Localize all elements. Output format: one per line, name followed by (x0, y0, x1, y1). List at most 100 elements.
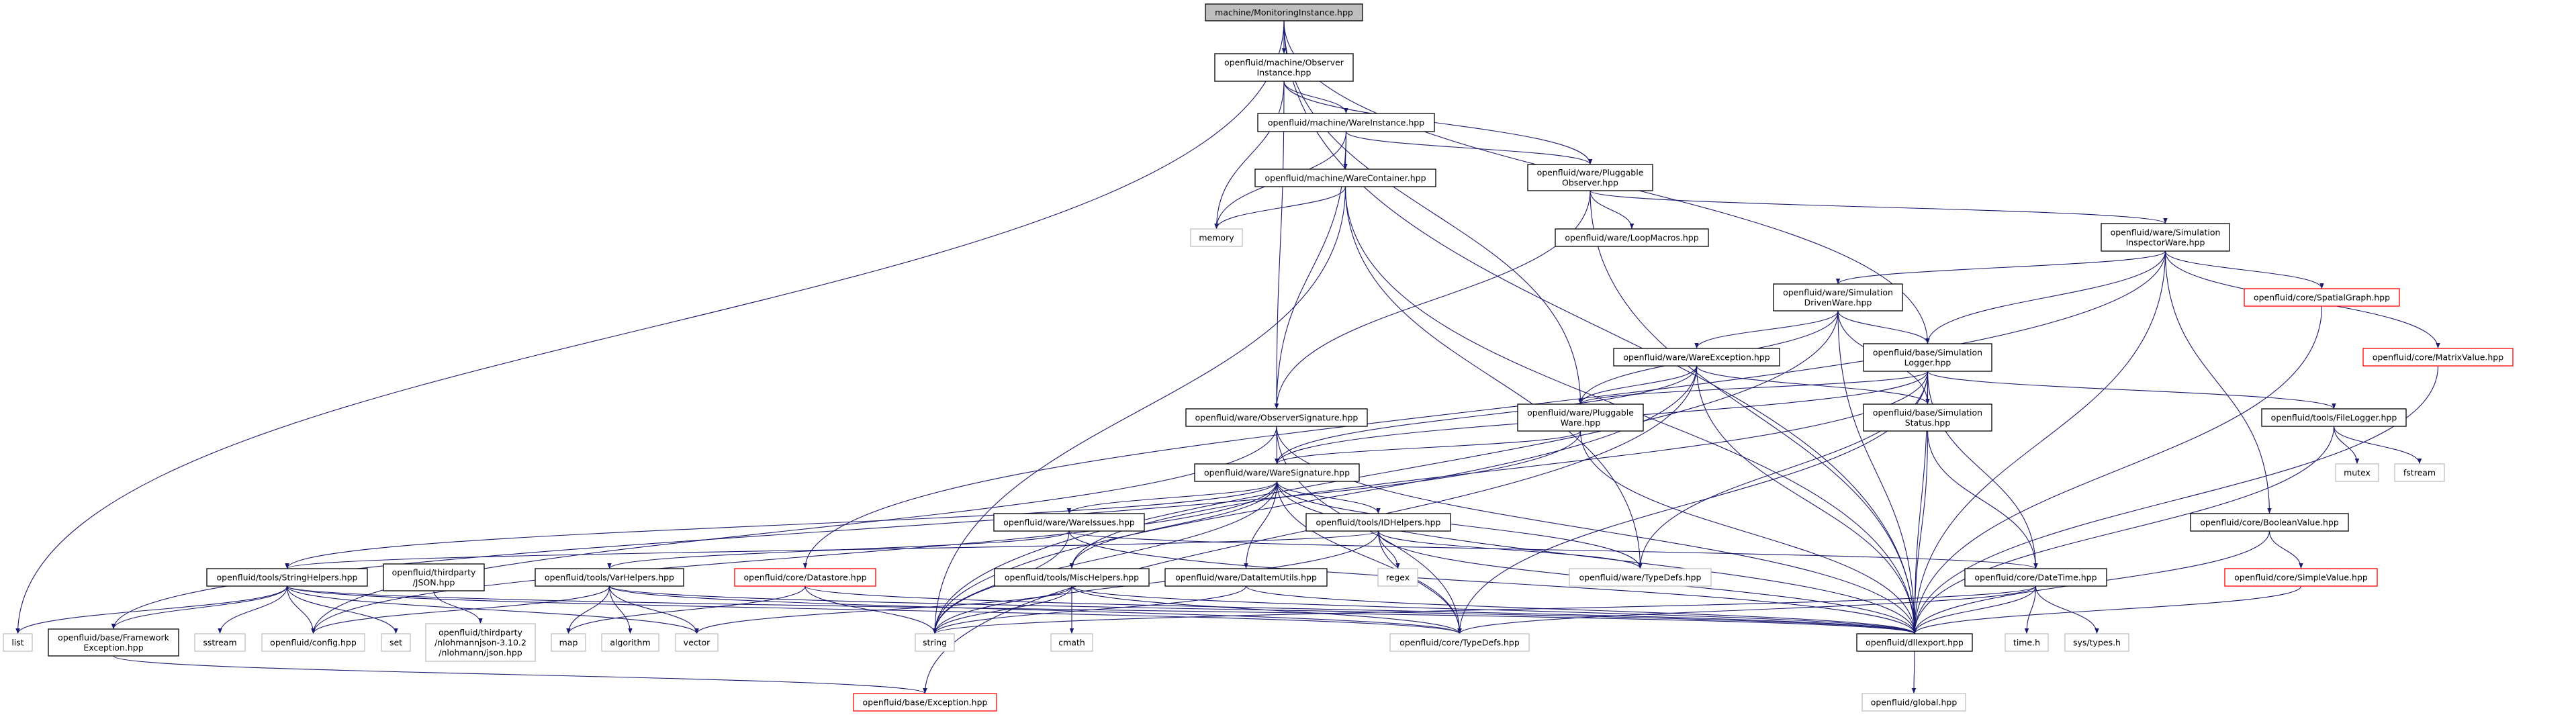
node-label: openfluid/machine/Observer (1224, 58, 1344, 68)
node-box (1856, 633, 1973, 652)
node-idhelpers[interactable]: openfluid/tools/IDHelpers.hpp (1305, 513, 1451, 532)
edge-plugobs-to-loopmacros (1590, 190, 1635, 230)
edge-idhelpers-to-coretypedefs (1377, 530, 1462, 634)
node-map: map (551, 633, 586, 652)
node-label: time.h (2013, 638, 2040, 648)
node-wareexc[interactable]: openfluid/ware/WareException.hpp (1613, 348, 1780, 367)
node-list: list (3, 633, 33, 652)
node-wareinst[interactable]: openfluid/machine/WareInstance.hpp (1257, 113, 1435, 132)
node-label: openfluid/core/SimpleValue.hpp (2234, 573, 2368, 583)
node-wareissues[interactable]: openfluid/ware/WareIssues.hpp (993, 513, 1145, 532)
edge-plugware-to-waresig (1275, 430, 1581, 465)
node-fstream: fstream (2394, 463, 2445, 482)
node-box (734, 568, 876, 587)
node-box (853, 693, 997, 712)
node-string: string (915, 633, 955, 652)
edge-spatialgraph-to-dllexport (1912, 305, 2323, 634)
edge-waresig-to-strhelpers (285, 481, 1278, 569)
edge-drivenware-to-string (932, 310, 1839, 634)
node-label: openfluid/ware/TypeDefs.hpp (1579, 573, 1702, 583)
edge-varhelpers-to-coretypedefs (608, 585, 1462, 634)
node-label: InspectorWare.hpp (2126, 238, 2205, 248)
node-box (206, 568, 368, 587)
edge-datetime-to-coretypedefs (1457, 585, 2037, 634)
edge-strhelpers-to-list (15, 585, 288, 634)
node-matrixvalue[interactable]: openfluid/core/MatrixValue.hpp (2362, 348, 2514, 367)
node-label: openfluid/ware/WareSignature.hpp (1204, 468, 1350, 478)
node-label: list (11, 638, 24, 648)
edge-varhelpers-to-map (566, 585, 610, 634)
edge-matrixvalue-to-dllexport (1912, 365, 2439, 634)
node-inspware[interactable]: openfluid/ware/SimulationInspectorWare.h… (2101, 223, 2230, 252)
edge-waresig-to-mischelpers (1069, 481, 1278, 569)
node-box (1389, 633, 1530, 652)
node-varhelpers[interactable]: openfluid/tools/VarHelpers.hpp (535, 568, 684, 587)
node-box (1214, 53, 1354, 82)
edge-wareinst-to-plugobs (1345, 131, 1593, 165)
node-box (993, 513, 1145, 532)
node-strhelpers[interactable]: openfluid/tools/StringHelpers.hpp (206, 568, 368, 587)
edge-wareexc-to-string (932, 365, 1698, 634)
node-box (1164, 568, 1328, 587)
node-spatialgraph[interactable]: openfluid/core/SpatialGraph.hpp (2244, 288, 2400, 307)
node-box (2394, 463, 2445, 482)
edge-varhelpers-to-config (311, 585, 610, 634)
node-vector: vector (675, 633, 719, 652)
edge-strhelpers-to-dllexport (286, 585, 1917, 634)
node-dataitem[interactable]: openfluid/ware/DataItemUtils.hpp (1164, 568, 1328, 587)
node-datastore[interactable]: openfluid/core/Datastore.hpp (734, 568, 876, 587)
node-exception[interactable]: openfluid/base/Exception.hpp (853, 693, 997, 712)
node-json[interactable]: openfluid/thirdparty/JSON.hpp (383, 563, 485, 591)
edge-boolvalue-to-simplevalue (2268, 530, 2303, 569)
edge-plugware-to-dllexport (1579, 430, 1917, 634)
node-box (48, 628, 179, 657)
node-boolvalue[interactable]: openfluid/core/BooleanValue.hpp (2190, 513, 2349, 532)
node-box (1555, 228, 1709, 247)
node-root[interactable]: machine/MonitoringInstance.hpp (1205, 3, 1363, 21)
node-obssig[interactable]: openfluid/ware/ObserverSignature.hpp (1185, 408, 1368, 427)
node-label: openfluid/tools/FileLogger.hpp (2271, 413, 2397, 423)
node-box (601, 633, 659, 652)
edge-wareissues-to-datetime (1068, 530, 2038, 569)
node-filelogger[interactable]: openfluid/tools/FileLogger.hpp (2261, 408, 2407, 427)
edge-filelogger-to-mutex (2333, 426, 2360, 465)
node-label: openfluid/ware/Simulation (2111, 228, 2221, 238)
node-waresig[interactable]: openfluid/ware/WareSignature.hpp (1194, 463, 1360, 482)
edge-inspware-to-drivenware (1835, 250, 2166, 285)
node-box (1185, 408, 1368, 427)
node-label: sstream (203, 638, 236, 648)
node-box (675, 633, 719, 652)
edge-waresig-to-coretypedefs (1276, 481, 1462, 634)
node-box (1863, 343, 1992, 372)
node-regex: regex (1377, 568, 1418, 587)
node-label: openfluid/core/MatrixValue.hpp (2373, 352, 2503, 363)
node-label: mutex (2344, 468, 2371, 478)
node-label: openfluid/thirdparty (392, 567, 476, 577)
node-loopmacros[interactable]: openfluid/ware/LoopMacros.hpp (1555, 228, 1709, 247)
edge-inspware-to-boolvalue (2164, 250, 2272, 514)
edge-inspware-to-dllexport (1912, 250, 2166, 634)
node-box (1257, 113, 1435, 132)
edge-waresig-to-wareissues (1066, 481, 1278, 514)
node-box (551, 633, 586, 652)
node-box (2261, 408, 2407, 427)
edge-dataitem-to-dllexport (1245, 585, 1917, 634)
node-waretypedefs: openfluid/ware/TypeDefs.hpp (1569, 568, 1712, 587)
node-datetime[interactable]: openfluid/core/DateTime.hpp (1964, 568, 2107, 587)
node-mischelpers[interactable]: openfluid/tools/MiscHelpers.hpp (994, 568, 1150, 587)
node-label: openfluid/global.hpp (1871, 698, 1958, 708)
edge-simplevalue-to-dllexport (1912, 585, 2302, 634)
edge-simlogger-to-filelogger (1927, 371, 2336, 410)
node-dllexport[interactable]: openfluid/dllexport.hpp (1856, 633, 1973, 652)
node-label: cmath (1058, 638, 1085, 648)
node-simplevalue[interactable]: openfluid/core/SimpleValue.hpp (2224, 568, 2378, 587)
node-box (1863, 403, 1992, 432)
node-warecont[interactable]: openfluid/machine/WareContainer.hpp (1254, 169, 1436, 187)
